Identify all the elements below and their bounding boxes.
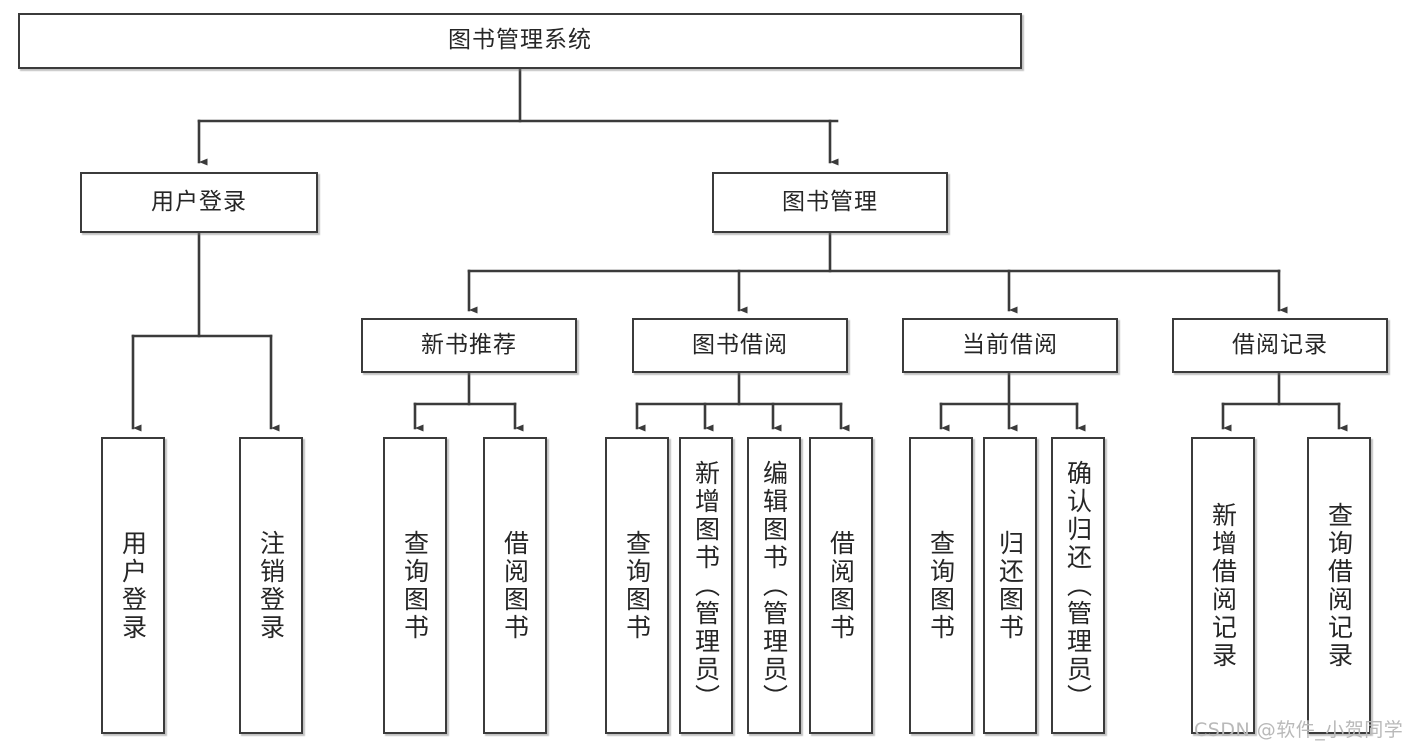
leaf-label: 新增借阅记录 [1208, 501, 1238, 670]
leaf-new-book-query-book[interactable]: 查询图书 [383, 437, 447, 734]
leaf-current-borrow-confirm-return-admin[interactable]: 确认归还（管理员） [1051, 437, 1105, 734]
node-book-management[interactable]: 图书管理 [712, 172, 948, 233]
leaf-current-borrow-query-book[interactable]: 查询图书 [909, 437, 973, 734]
leaf-label: 查询图书 [926, 529, 956, 642]
node-new-book-recommend[interactable]: 新书推荐 [361, 318, 577, 373]
node-label: 图书管理系统 [448, 27, 592, 54]
leaf-label: 查询图书 [622, 529, 652, 642]
node-user-login[interactable]: 用户登录 [80, 172, 318, 233]
leaf-borrow-record-query-record[interactable]: 查询借阅记录 [1307, 437, 1371, 734]
leaf-book-borrow-add-book-admin[interactable]: 新增图书（管理员） [679, 437, 733, 734]
node-label: 当前借阅 [962, 331, 1058, 358]
node-root-book-management-system[interactable]: 图书管理系统 [18, 13, 1022, 69]
leaf-book-borrow-query-book[interactable]: 查询图书 [605, 437, 669, 734]
leaf-book-borrow-borrow-book[interactable]: 借阅图书 [809, 437, 873, 734]
node-label: 图书管理 [782, 188, 878, 215]
leaf-book-borrow-edit-book-admin[interactable]: 编辑图书（管理员） [747, 437, 801, 734]
leaf-label: 借阅图书 [826, 529, 856, 642]
leaf-label: 借阅图书 [500, 529, 530, 642]
leaf-label: 新增图书（管理员） [691, 459, 721, 712]
leaf-label: 编辑图书（管理员） [759, 459, 789, 712]
node-label: 借阅记录 [1232, 331, 1328, 358]
csdn-watermark: CSDN @软件_小贺同学 [1194, 719, 1404, 741]
leaf-user-login-login[interactable]: 用户登录 [101, 437, 165, 734]
leaf-label: 用户登录 [118, 529, 148, 642]
node-label: 用户登录 [151, 188, 247, 215]
node-book-borrow[interactable]: 图书借阅 [632, 318, 848, 373]
node-label: 图书借阅 [692, 331, 788, 358]
leaf-label: 查询图书 [400, 529, 430, 642]
leaf-user-login-logout[interactable]: 注销登录 [239, 437, 303, 734]
leaf-label: 查询借阅记录 [1324, 501, 1354, 670]
node-label: 新书推荐 [421, 331, 517, 358]
leaf-label: 归还图书 [995, 529, 1025, 642]
node-borrow-record[interactable]: 借阅记录 [1172, 318, 1388, 373]
leaf-borrow-record-add-record[interactable]: 新增借阅记录 [1191, 437, 1255, 734]
node-current-borrow[interactable]: 当前借阅 [902, 318, 1118, 373]
leaf-label: 确认归还（管理员） [1063, 459, 1093, 712]
leaf-current-borrow-return-book[interactable]: 归还图书 [983, 437, 1037, 734]
leaf-label: 注销登录 [256, 529, 286, 642]
leaf-new-book-borrow-book[interactable]: 借阅图书 [483, 437, 547, 734]
